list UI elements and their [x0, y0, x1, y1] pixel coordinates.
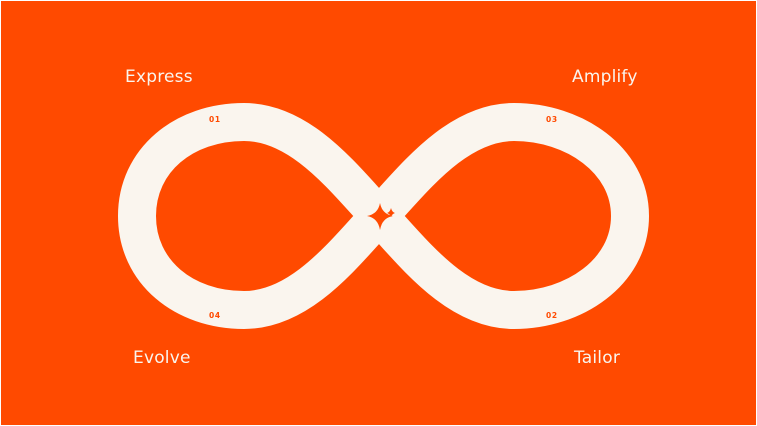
stage-label-tailor: Tailor	[574, 348, 621, 368]
step-number-04: 04	[209, 311, 221, 320]
step-number-02: 02	[546, 311, 558, 320]
stage-label-amplify: Amplify	[572, 67, 638, 87]
stage-label-express: Express	[125, 67, 193, 87]
step-number-03: 03	[546, 115, 558, 124]
step-number-01: 01	[209, 115, 221, 124]
sparkle-icon	[367, 203, 395, 230]
stage-label-evolve: Evolve	[133, 348, 191, 368]
